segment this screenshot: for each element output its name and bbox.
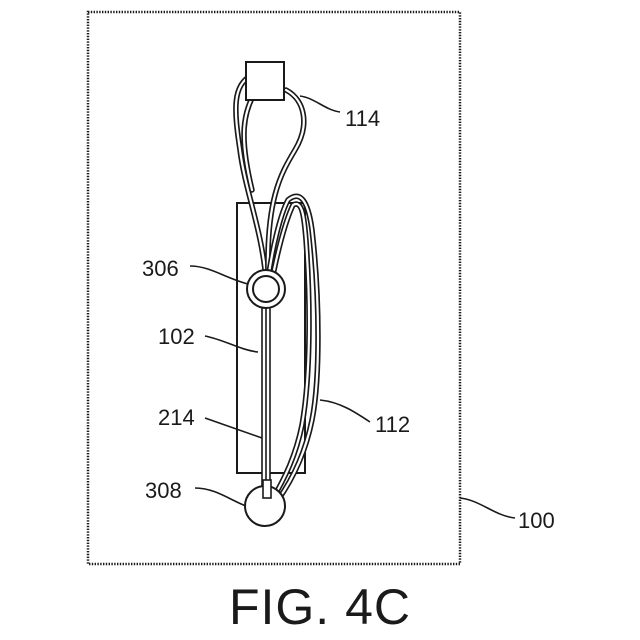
leader-112 bbox=[320, 400, 370, 422]
label-214: 214 bbox=[158, 405, 195, 430]
leader-100 bbox=[460, 498, 515, 518]
label-112: 112 bbox=[375, 412, 410, 437]
leader-308 bbox=[195, 488, 246, 506]
figure-caption: FIG. 4C bbox=[229, 579, 411, 635]
label-100: 100 bbox=[518, 508, 555, 533]
leader-114 bbox=[300, 96, 340, 112]
top-box bbox=[246, 62, 284, 100]
label-306: 306 bbox=[142, 256, 179, 281]
bottom-slot bbox=[263, 480, 271, 498]
grommet-306 bbox=[247, 270, 285, 308]
label-308: 308 bbox=[145, 478, 182, 503]
label-102: 102 bbox=[158, 324, 195, 349]
label-114: 114 bbox=[345, 106, 380, 131]
